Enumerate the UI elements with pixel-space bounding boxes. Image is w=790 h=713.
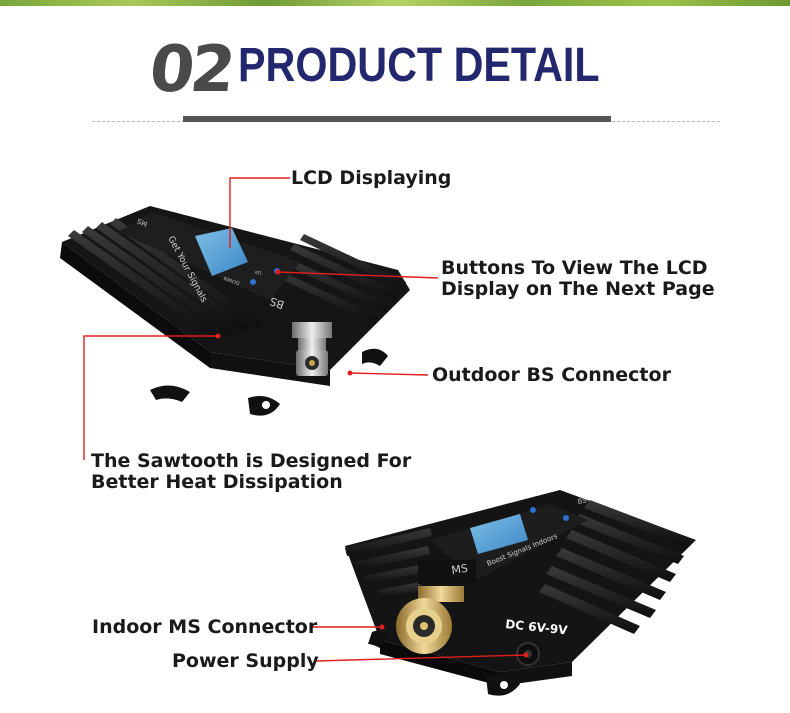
callout-outdoor-connector: Outdoor BS Connector [432, 364, 671, 386]
callout-power-supply: Power Supply [172, 650, 319, 672]
bottom-device-port-label: MS [451, 562, 469, 577]
callout-buttons-line2: Display on The Next Page [441, 278, 715, 300]
top-device-port-label: BS [268, 294, 286, 311]
callout-indoor-connector: Indoor MS Connector [92, 616, 318, 638]
callout-sawtooth-line2: Better Heat Dissipation [91, 471, 343, 493]
top-device-down-label: DOWN [223, 274, 241, 285]
callout-sawtooth: The Sawtooth is Designed For Better Heat… [91, 451, 411, 493]
top-device [60, 206, 410, 416]
callout-sawtooth-line1: The Sawtooth is Designed For [91, 450, 412, 472]
power-input-label: DC 6V-9V [505, 617, 569, 638]
callout-lcd: LCD Displaying [291, 167, 452, 189]
bottom-device-corner-label: BS [577, 496, 588, 506]
grass-banner [0, 0, 790, 6]
header-underline-bar [183, 116, 611, 122]
callout-lines [83, 177, 527, 662]
section-header: 02 PRODUCT DETAIL [0, 0, 790, 130]
callout-buttons: Buttons To View The LCD Display on The N… [441, 258, 715, 300]
callout-dots [215, 269, 529, 658]
callout-buttons-line1: Buttons To View The LCD [441, 257, 708, 279]
top-device-up-label: UP [254, 268, 262, 276]
top-device-corner-label: MS [136, 216, 149, 227]
bottom-device [345, 490, 696, 696]
section-title: PRODUCT DETAIL [238, 39, 600, 92]
